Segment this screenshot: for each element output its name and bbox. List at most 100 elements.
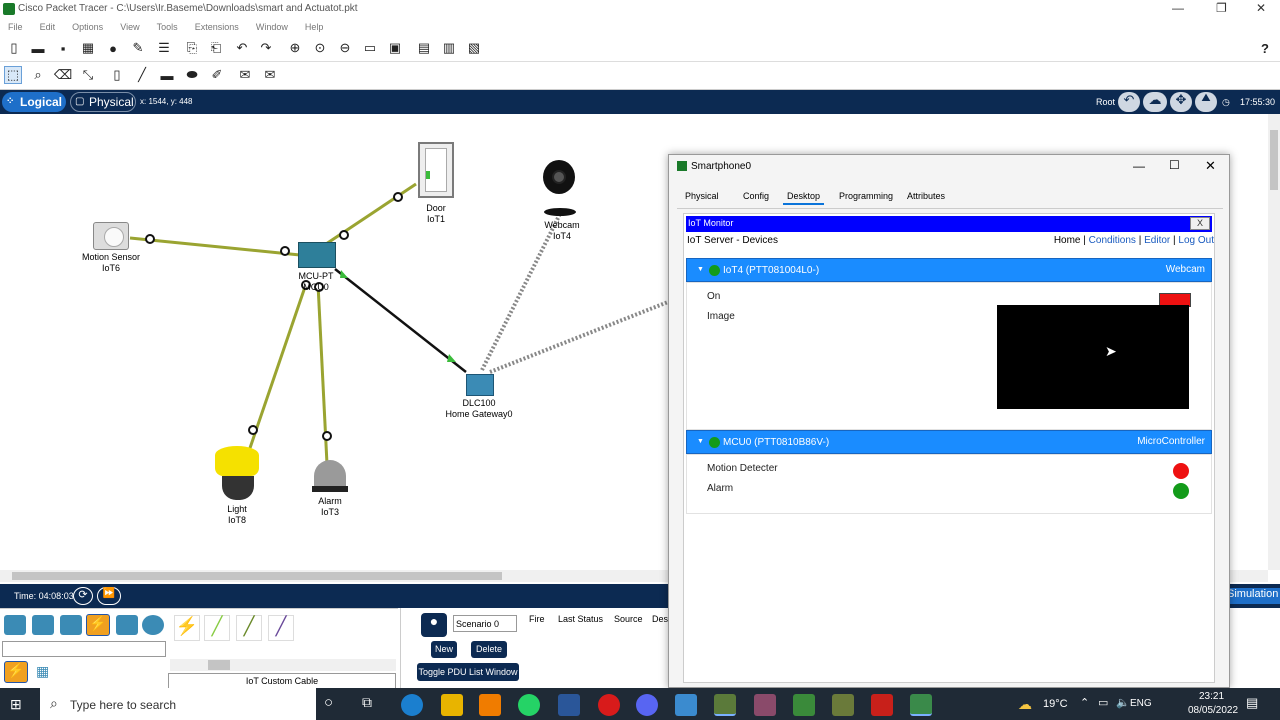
word-icon[interactable] [558,694,580,716]
wizard-icon[interactable]: ✎ [132,40,144,55]
menu-help[interactable]: Help [304,22,324,32]
windows-start-icon[interactable]: ⊞ [10,696,22,712]
drawing-palette-icon[interactable]: ▭ [363,40,377,55]
minimize-button[interactable]: — [1172,1,1184,15]
weather-icon[interactable]: ☁ [1018,696,1032,712]
scenario-info-icon[interactable]: ● [421,613,447,637]
viewport-icon[interactable]: ✥ [1170,92,1192,112]
sp-minimize-button[interactable]: — [1133,159,1145,173]
save-icon[interactable]: ▪ [60,40,66,56]
vertical-scrollbar[interactable] [1268,114,1280,570]
doc-icon[interactable]: ▤ [417,40,431,55]
task-view-icon[interactable]: ⧉ [362,694,372,710]
close-button[interactable]: ✕ [1256,1,1267,15]
nav-conditions-link[interactable]: Conditions [1088,235,1136,246]
webcam-device[interactable] [543,160,575,194]
discord-icon[interactable] [636,694,658,716]
menu-file[interactable]: File [8,22,23,32]
zoom-reset-icon[interactable]: ⊙ [314,40,326,55]
app-icon[interactable] [675,694,697,716]
packet-tracer-icon[interactable] [714,694,736,716]
auto-cable-icon[interactable]: ⚡ [174,615,200,641]
device-list-icon[interactable]: ▥ [442,40,456,55]
light-device[interactable] [215,446,259,476]
misc-icon[interactable] [116,615,138,635]
search-box[interactable]: ⌕ Type here to search [40,688,316,720]
fast-forward-icon[interactable]: ⏩ [97,587,121,605]
open-folder-icon[interactable]: ▬ [31,40,45,56]
language-indicator[interactable]: ENG [1130,698,1152,709]
packet-tracer2-icon[interactable] [910,694,932,716]
collapse-arrow-icon[interactable]: ▼ [697,438,704,445]
tab-attributes[interactable]: Attributes [907,191,946,201]
power-cycle-icon[interactable]: ⟳ [73,587,93,605]
delete-scenario-button[interactable]: Delete [471,641,507,658]
sublime-icon[interactable] [479,694,501,716]
resize-icon[interactable]: ⤡ [82,67,94,82]
sp-close-button[interactable]: ✕ [1205,158,1216,173]
menu-tools[interactable]: Tools [156,22,178,32]
app4-icon[interactable] [832,694,854,716]
undo-icon[interactable]: ↶ [236,40,248,55]
logical-mode-button[interactable]: ⁘ Logical [2,92,66,112]
whatsapp-icon[interactable] [518,694,540,716]
tab-desktop[interactable]: Desktop [783,189,825,205]
network-icon[interactable]: ▭ [1098,697,1109,709]
complex-pdu-icon[interactable]: ✉ [264,67,276,82]
multiuser-icon[interactable] [142,615,164,635]
iot-monitor-close-button[interactable]: X [1190,217,1210,230]
straight-cable-icon[interactable]: ╱ [204,615,230,641]
notifications-icon[interactable]: ▤ [1246,695,1259,710]
ellipse-icon[interactable]: ⬬ [186,67,198,82]
opera-icon[interactable] [598,694,620,716]
custom-device-icon[interactable]: ▣ [388,40,402,55]
file-explorer-icon[interactable] [441,694,463,716]
nav-logout-link[interactable]: Log Out [1178,235,1214,246]
app3-icon[interactable] [793,694,815,716]
info-icon[interactable]: ● [109,40,117,56]
copy-icon[interactable]: ⎘ [186,40,198,55]
components-icon[interactable] [60,615,82,635]
nav-editor-link[interactable]: Editor [1144,235,1171,246]
new-scenario-button[interactable]: New [431,641,457,658]
tab-physical[interactable]: Physical [685,191,719,201]
door-device[interactable] [418,142,454,198]
app2-icon[interactable] [754,694,776,716]
print-icon[interactable]: ▦ [81,40,95,55]
network-info-icon[interactable]: ☰ [158,40,170,55]
palette-scrollbar[interactable] [170,659,396,671]
edge-icon[interactable] [401,694,423,716]
freeform-icon[interactable]: ✐ [211,67,223,82]
device-filter[interactable] [2,641,166,657]
new-file-icon[interactable]: ▯ [10,40,18,55]
restore-button[interactable]: ❐ [1216,1,1227,15]
connections-subtype-icon[interactable]: ⚡ [4,661,28,683]
simulation-mode-button[interactable]: Simulation [1224,588,1280,604]
acrobat-icon[interactable] [871,694,893,716]
device-header-webcam[interactable]: ▼ IoT4 (PTT081004L0-) Webcam [686,258,1212,282]
menu-window[interactable]: Window [255,22,288,32]
end-devices-icon[interactable] [32,615,54,635]
tray-chevron-icon[interactable]: ⌃ [1080,697,1090,709]
menu-options[interactable]: Options [72,22,104,32]
volume-icon[interactable]: 🔈 [1116,697,1130,709]
tab-config[interactable]: Config [743,191,770,201]
rectangle-icon[interactable]: ▬ [160,67,174,83]
cloud-icon[interactable]: ☁ [1143,92,1167,112]
paste-icon[interactable]: ⎗ [210,40,222,55]
image-icon[interactable]: ▧ [467,40,481,55]
iot-cable-icon[interactable]: ╱ [236,615,262,641]
inspect-icon[interactable]: ⌕ [34,67,42,82]
physical-mode-button[interactable]: ▢ Physical [70,92,136,112]
menu-view[interactable]: View [120,22,140,32]
redo-icon[interactable]: ↷ [260,40,272,55]
line-icon[interactable]: ╱ [138,67,146,82]
select-icon[interactable]: ⬚ [4,66,22,84]
sp-maximize-button[interactable]: ☐ [1169,158,1180,172]
zoom-in-icon[interactable]: ⊕ [289,40,301,55]
grid-icon[interactable]: ▦ [36,663,50,679]
menu-extensions[interactable]: Extensions [194,22,239,32]
zoom-out-icon[interactable]: ⊖ [339,40,351,55]
nav-home-link[interactable]: Home [1053,235,1081,246]
menu-edit[interactable]: Edit [39,22,56,32]
